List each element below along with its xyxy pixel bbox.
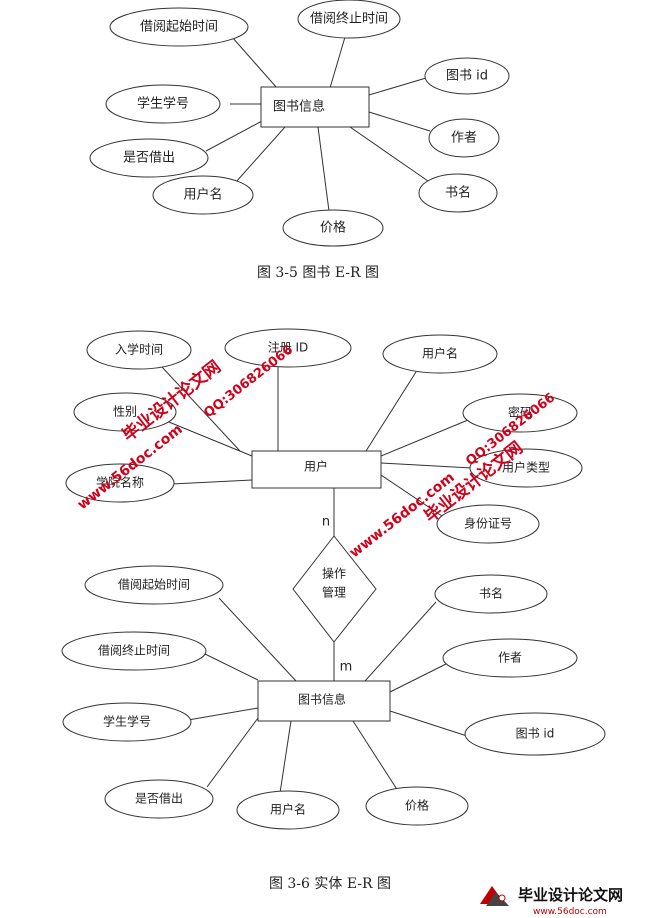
cardinality-m: m	[340, 660, 353, 675]
attr-is-borrowed	[89, 138, 209, 178]
attr2-author-label: 作者	[498, 651, 522, 665]
attr2-author	[442, 638, 578, 678]
attr2-student-number-label: 学生学号	[103, 714, 151, 729]
attr-book-name	[418, 173, 498, 213]
connector	[171, 479, 253, 485]
attr2-is-borrowed-label: 是否借出	[135, 792, 183, 806]
connector	[206, 717, 259, 788]
cardinality-n: n	[322, 515, 330, 530]
connector	[205, 120, 263, 152]
caption-figure-3-5: 图 3-5 图书 E-R 图	[257, 265, 379, 281]
attr-book-id	[424, 57, 510, 95]
attr2-book-name-label: 书名	[479, 586, 503, 601]
attr-student-number-label: 学生学号	[137, 96, 189, 112]
attr-user-type-label: 用户类型	[502, 460, 550, 475]
attr-author-label: 作者	[451, 131, 477, 146]
connector	[187, 707, 259, 721]
attr-gender	[73, 392, 177, 432]
relationship-operate-manage	[292, 535, 377, 643]
attr-password	[462, 393, 578, 433]
entity-user	[251, 450, 382, 489]
logo-url: www.56doc.com	[533, 907, 607, 917]
connector	[218, 597, 297, 682]
attr-book-name-label: 书名	[445, 185, 471, 201]
connector	[163, 419, 253, 457]
attr-gender-label: 性别	[113, 405, 137, 419]
attr-username	[152, 175, 254, 215]
attr-user-type	[469, 448, 583, 488]
attr-user-name	[382, 334, 498, 374]
connector	[380, 474, 443, 517]
connector	[380, 462, 473, 469]
connector	[368, 111, 431, 132]
attr2-username-label: 用户名	[270, 802, 306, 817]
entity-book-info-2-label: 图书信息	[298, 692, 346, 707]
attr-student-number	[105, 84, 221, 124]
book-er-diagram	[205, 36, 431, 212]
connector	[202, 652, 259, 681]
attr-register-id	[224, 328, 352, 368]
attr-borrow-end-label: 借阅终止时间	[310, 11, 388, 27]
connector	[349, 126, 429, 182]
connector	[389, 710, 468, 737]
attr-college-name	[65, 463, 175, 503]
relationship-label-line1: 操作	[322, 566, 346, 581]
attr2-username	[236, 790, 340, 830]
connector	[317, 126, 330, 212]
attr-password-label: 密码	[508, 405, 532, 420]
attr2-book-id	[464, 712, 606, 756]
logo-name: 毕业设计论文网	[518, 886, 623, 904]
connector	[352, 720, 399, 792]
connector	[279, 720, 292, 794]
connector	[329, 36, 346, 89]
attr-user-name-label: 用户名	[422, 346, 458, 361]
attr-register-id-label: 注册 ID	[268, 340, 309, 355]
relationship-label-line2: 管理	[322, 585, 346, 600]
connector	[231, 36, 278, 89]
attr-borrow-start	[109, 7, 249, 47]
connector	[235, 126, 286, 183]
connector	[364, 601, 437, 682]
attr-username-label: 用户名	[183, 187, 222, 203]
entity-user-label: 用户	[304, 459, 328, 474]
connector	[380, 419, 469, 457]
logo-emblem-icon	[480, 886, 509, 906]
attr-price	[282, 209, 384, 247]
attr2-price-label: 价格	[405, 798, 429, 813]
entity-er-connectors	[161, 366, 473, 794]
attr2-borrow-end	[61, 631, 207, 671]
attr2-borrow-end-label: 借阅终止时间	[98, 643, 170, 658]
attr2-price	[365, 786, 469, 826]
connector	[365, 371, 417, 452]
attr-borrow-start-label: 借阅起始时间	[140, 20, 218, 35]
attr-college-name-label: 学院名称	[96, 475, 144, 490]
site-logo: 毕业设计论文网 www.56doc.com	[480, 886, 623, 917]
attr2-is-borrowed	[104, 779, 214, 819]
attr2-book-name	[434, 574, 548, 614]
connector	[389, 659, 455, 693]
entity-book-info-label: 图书信息	[273, 99, 325, 115]
attr-author	[428, 118, 500, 158]
attr-id-card-label: 身份证号	[464, 516, 512, 531]
caption-figure-3-6: 图 3-6 实体 E-R 图	[269, 876, 391, 892]
connector	[368, 77, 427, 96]
attr2-borrow-start-label: 借阅起始时间	[118, 578, 190, 592]
attr-enroll-time-label: 入学时间	[115, 342, 163, 357]
attr-borrow-end	[297, 0, 401, 39]
connector	[161, 366, 241, 452]
entity-book-info-2	[257, 680, 391, 722]
attr-book-id-label: 图书 id	[446, 69, 488, 84]
attr2-student-number	[62, 702, 192, 742]
attr-id-card	[436, 504, 540, 544]
attr2-borrow-start	[84, 565, 224, 605]
attr-is-borrowed-label: 是否借出	[123, 151, 175, 166]
entity-book-info	[260, 86, 370, 128]
attr-enroll-time	[86, 330, 192, 370]
attr-price-label: 价格	[320, 220, 346, 236]
attr2-book-id-label: 图书 id	[516, 727, 555, 741]
